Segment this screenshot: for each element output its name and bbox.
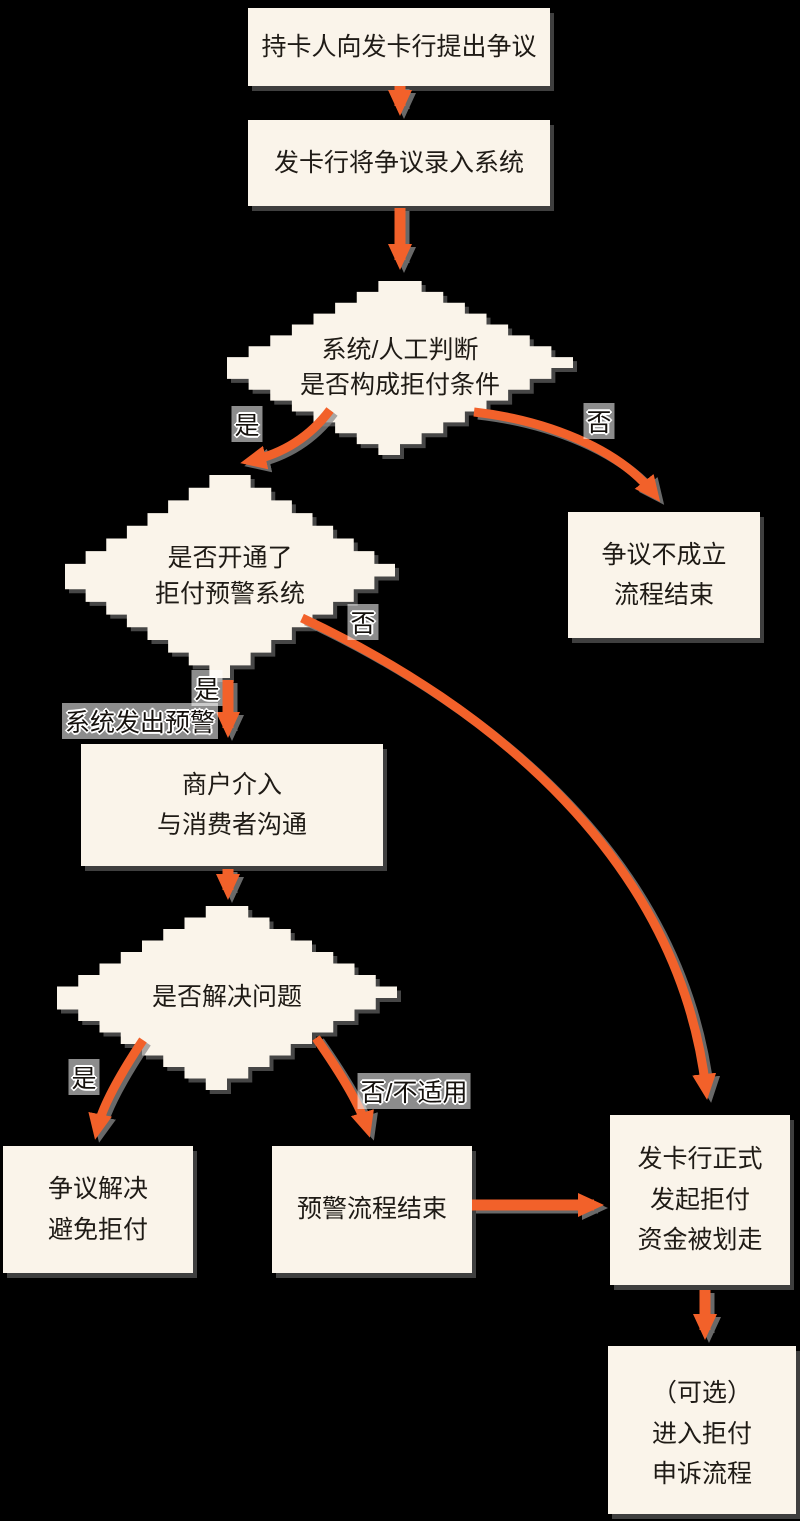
node-label: 与消费者沟通 bbox=[156, 811, 307, 839]
node-merchant-communicate: 商户介入 与消费者沟通 bbox=[81, 744, 383, 866]
decision-problem-solved: 是否解决问题 bbox=[57, 906, 397, 1090]
node-label: 系统/人工判断 bbox=[321, 335, 479, 364]
edge-label-yes-solve: 是 bbox=[68, 1059, 100, 1095]
node-label: 是否构成拒付条件 bbox=[299, 371, 500, 399]
edge-label-alert-issued: 系统发出预警 bbox=[61, 703, 219, 739]
edge-label-yes-alert: 是 bbox=[191, 670, 223, 706]
edge-label-no-judge: 否 bbox=[583, 403, 615, 439]
node-dispute-not-established: 争议不成立 流程结束 bbox=[568, 512, 760, 638]
edge-label-yes-judge: 是 bbox=[231, 406, 263, 442]
node-alert-process-end: 预警流程结束 bbox=[272, 1146, 472, 1273]
node-label: 申诉流程 bbox=[651, 1460, 752, 1489]
decision-chargeback-condition: 系统/人工判断 是否构成拒付条件 bbox=[227, 281, 573, 455]
node-label: 发卡行正式 bbox=[637, 1145, 763, 1174]
node-label: 争议解决 bbox=[47, 1175, 148, 1203]
node-label: 商户介入 bbox=[181, 770, 282, 799]
node-label: 是否开通了 bbox=[167, 544, 293, 572]
node-dispute-resolved: 争议解决 避免拒付 bbox=[3, 1146, 193, 1273]
node-label: 预警流程结束 bbox=[296, 1195, 447, 1224]
node-appeal-process: （可选） 进入拒付 申诉流程 bbox=[608, 1346, 796, 1514]
edge-label-no-alert: 否 bbox=[347, 604, 379, 640]
edge-label-no-solve: 否/不适用 bbox=[357, 1073, 471, 1109]
node-label: 拒付预警系统 bbox=[154, 579, 305, 608]
node-cardholder-dispute: 持卡人向发卡行提出争议 bbox=[248, 8, 550, 86]
node-label: 资金被划走 bbox=[637, 1226, 763, 1255]
decision-alert-system-enabled: 是否开通了 拒付预警系统 bbox=[65, 475, 395, 678]
node-label: 避免拒付 bbox=[47, 1215, 148, 1244]
node-chargeback-initiated: 发卡行正式 发起拒付 资金被划走 bbox=[610, 1115, 790, 1285]
node-label: 进入拒付 bbox=[651, 1419, 752, 1448]
node-label: 发起拒付 bbox=[649, 1185, 750, 1214]
node-label: 是否解决问题 bbox=[151, 983, 302, 1012]
node-label: 持卡人向发卡行提出争议 bbox=[261, 32, 537, 61]
node-label: 发卡行将争议录入系统 bbox=[273, 148, 524, 177]
node-label: 争议不成立 bbox=[601, 540, 727, 569]
node-label: 流程结束 bbox=[613, 581, 714, 609]
node-record-into-system: 发卡行将争议录入系统 bbox=[248, 120, 550, 206]
node-label: （可选） bbox=[651, 1379, 752, 1408]
